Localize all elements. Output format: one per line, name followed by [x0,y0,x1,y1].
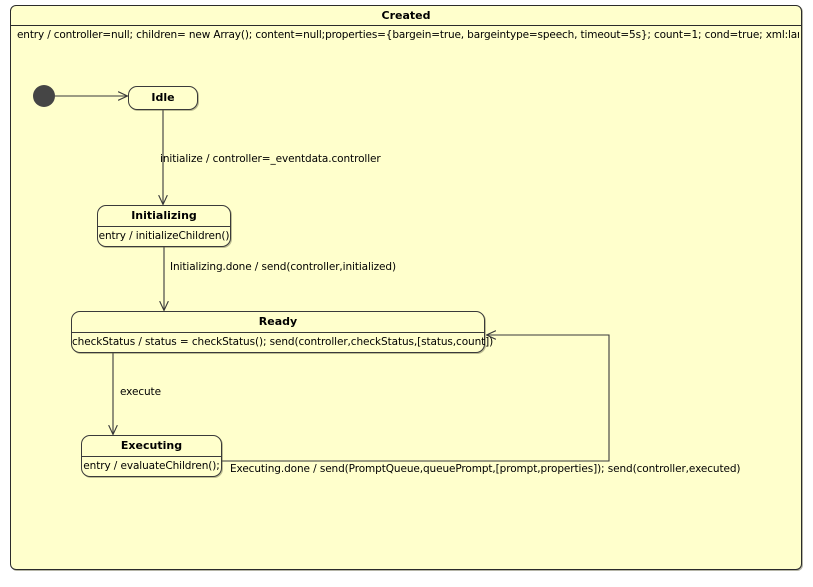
transition-label-executing-to-ready: Executing.done / send(PromptQueue,queueP… [230,463,741,475]
composite-state-title: Created [381,9,431,22]
state-ready[interactable]: Ready checkStatus / status = checkStatus… [71,311,494,353]
transition-label-initializing-to-ready: Initializing.done / send(controller,init… [170,261,396,273]
state-initializing-name: Initializing [131,209,197,222]
transition-label-idle-to-initializing: initialize / controller=_eventdata.contr… [160,153,381,165]
state-idle[interactable]: Idle [128,86,198,110]
state-ready-divider [72,332,484,333]
state-initializing[interactable]: Initializing entry / initializeChildren(… [97,205,231,247]
state-ready-name: Ready [258,315,298,328]
state-executing-entry-action: entry / evaluateChildren(); [83,460,220,472]
state-initializing-entry-action: entry / initializeChildren() [98,230,230,242]
state-idle-name: Idle [151,91,175,104]
transition-label-ready-to-executing: execute [120,386,161,398]
state-executing-divider [82,456,221,457]
composite-state-entry-action: entry / controller=null; children= new A… [17,29,799,41]
state-initializing-divider [98,226,230,227]
state-ready-internal-transition: checkStatus / status = checkStatus(); se… [72,336,494,348]
state-executing[interactable]: Executing entry / evaluateChildren(); [81,435,222,477]
composite-state-divider [11,25,801,26]
initial-pseudostate-node[interactable] [33,85,55,107]
state-executing-name: Executing [120,439,183,452]
